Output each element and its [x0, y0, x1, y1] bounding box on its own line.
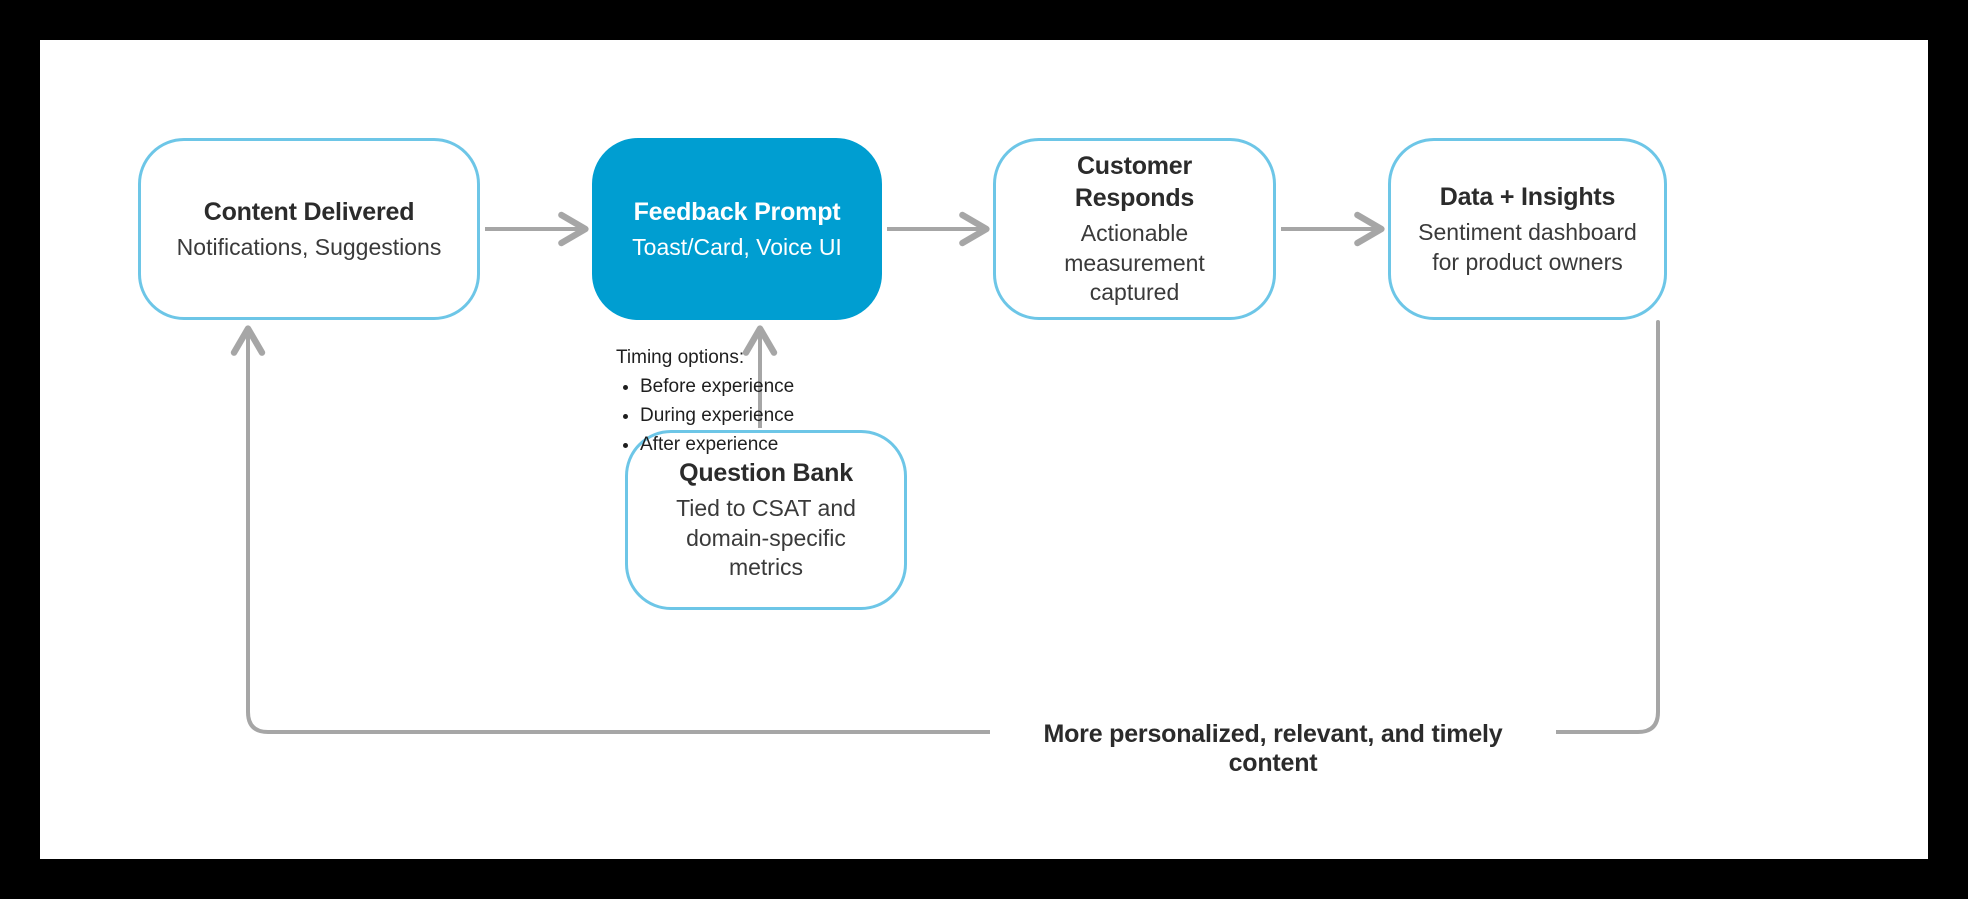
- node-feedback-prompt[interactable]: Feedback Prompt Toast/Card, Voice UI: [592, 138, 882, 320]
- timing-option-item: During experience: [640, 402, 846, 431]
- timing-options-list: Before experience During experience Afte…: [616, 373, 846, 460]
- timing-option-item: After experience: [640, 431, 846, 460]
- timing-options-annotation: Timing options: Before experience During…: [616, 346, 846, 459]
- node-customer-responds[interactable]: Customer Responds Actionable measurement…: [993, 138, 1276, 320]
- node-subtitle: Tied to CSAT and domain-specific metrics: [676, 494, 856, 581]
- node-subtitle: Sentiment dashboard for product owners: [1418, 218, 1637, 275]
- node-subtitle: Notifications, Suggestions: [176, 233, 442, 260]
- flow-diagram: Content Delivered Notifications, Suggest…: [40, 40, 1928, 859]
- node-title: Question Bank: [679, 458, 853, 487]
- node-title: Data + Insights: [1439, 182, 1616, 211]
- node-subtitle: Toast/Card, Voice UI: [632, 233, 842, 260]
- diagram-canvas: Content Delivered Notifications, Suggest…: [40, 40, 1928, 859]
- node-title: Customer Responds: [1074, 151, 1195, 212]
- feedback-loop-label: More personalized, relevant, and timely …: [990, 718, 1556, 780]
- node-subtitle: Actionable measurement captured: [1064, 219, 1205, 306]
- edge-feedback-loop-right: [1538, 320, 1660, 734]
- node-data-insights[interactable]: Data + Insights Sentiment dashboard for …: [1388, 138, 1667, 320]
- node-title: Feedback Prompt: [633, 197, 841, 226]
- timing-option-item: Before experience: [640, 373, 846, 402]
- node-title: Content Delivered: [203, 197, 415, 226]
- node-question-bank[interactable]: Question Bank Tied to CSAT and domain-sp…: [625, 430, 907, 610]
- timing-options-heading: Timing options:: [616, 347, 745, 368]
- node-content-delivered[interactable]: Content Delivered Notifications, Suggest…: [138, 138, 480, 320]
